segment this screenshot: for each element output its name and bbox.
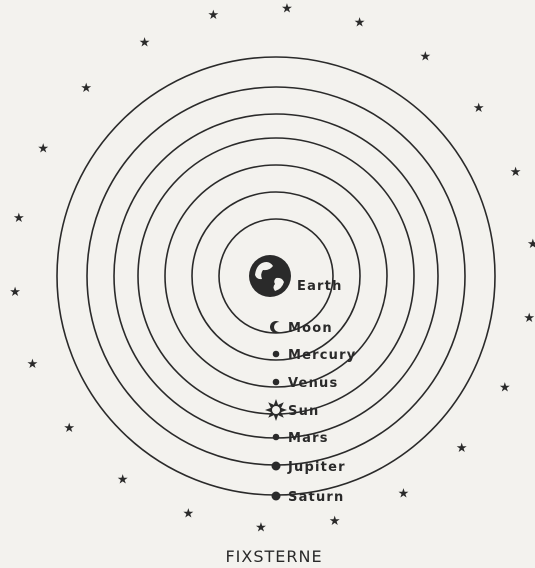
star-icon: ★ bbox=[473, 101, 485, 116]
orbit-label-moon: Moon bbox=[288, 321, 333, 336]
earth-icon bbox=[249, 255, 291, 297]
star-icon: ★ bbox=[329, 514, 341, 529]
star-icon: ★ bbox=[419, 50, 431, 65]
star-icon: ★ bbox=[527, 237, 535, 252]
star-icon: ★ bbox=[63, 421, 75, 436]
star-icon: ★ bbox=[281, 1, 293, 16]
star-icon: ★ bbox=[37, 141, 49, 156]
star-icon: ★ bbox=[13, 211, 25, 226]
orbit-label-saturn: Saturn bbox=[288, 490, 344, 505]
orbit-label-jupiter: Jupiter bbox=[287, 460, 346, 475]
earth-label: Earth bbox=[297, 279, 343, 294]
star-icon: ★ bbox=[523, 311, 535, 326]
moon-crescent-icon bbox=[270, 321, 284, 333]
dot-icon bbox=[273, 379, 280, 386]
star-icon: ★ bbox=[499, 381, 511, 396]
star-icon: ★ bbox=[80, 81, 92, 96]
star-icon: ★ bbox=[510, 165, 522, 180]
dot-icon bbox=[272, 492, 281, 501]
star-icon: ★ bbox=[183, 506, 195, 521]
star-icon: ★ bbox=[207, 8, 219, 23]
orbit-label-venus: Venus bbox=[288, 376, 338, 391]
star-icon: ★ bbox=[9, 285, 21, 300]
star-icon: ★ bbox=[354, 16, 366, 31]
star-icon: ★ bbox=[398, 486, 410, 501]
star-icon: ★ bbox=[139, 36, 151, 51]
orbit-label-mars: Mars bbox=[288, 431, 329, 446]
dot-icon bbox=[272, 462, 281, 471]
dot-icon bbox=[273, 351, 280, 358]
diagram-title: FIXSTERNE bbox=[225, 547, 322, 566]
star-icon: ★ bbox=[456, 441, 468, 456]
dot-icon bbox=[273, 434, 280, 441]
star-icon: ★ bbox=[255, 521, 267, 536]
star-icon: ★ bbox=[117, 472, 129, 487]
orbit-label-mercury: Mercury bbox=[288, 348, 356, 363]
star-icon: ★ bbox=[27, 357, 39, 372]
sun-icon bbox=[265, 399, 287, 421]
orbit-label-sun: Sun bbox=[288, 404, 319, 419]
